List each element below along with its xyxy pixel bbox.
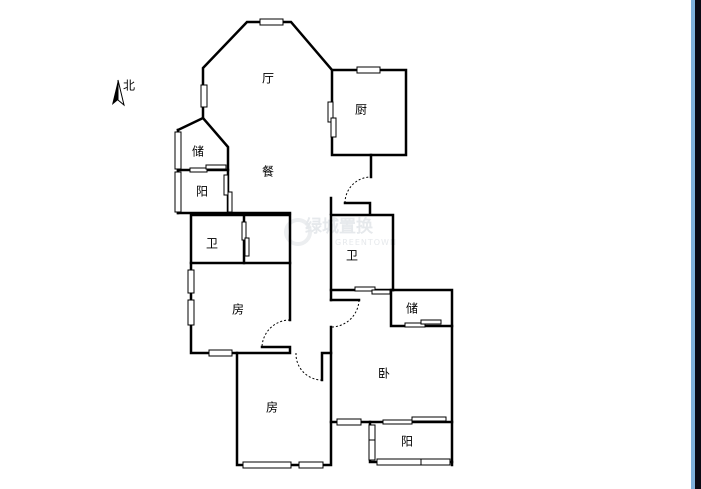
north-arrow-icon [112, 80, 118, 105]
room-bath-e: 卫 [346, 249, 358, 263]
watermark-cn: 绿城置换 [305, 216, 374, 237]
window-edge [691, 0, 695, 489]
walls [176, 20, 454, 467]
room-balcony-s: 阳 [401, 435, 413, 449]
room-living: 厅 [262, 72, 274, 86]
room-dining: 餐 [262, 164, 274, 179]
room-master: 卧 [378, 367, 390, 381]
room-bedroom-w: 房 [232, 302, 244, 317]
north-label: 北 [123, 79, 135, 93]
window-frame [695, 0, 701, 489]
room-labels: 厅 厨 储 餐 阳 卫 卫 房 储 卧 房 阳 [192, 72, 418, 449]
windows [174, 18, 451, 469]
room-kitchen: 厨 [355, 103, 367, 117]
room-storage-e: 储 [406, 301, 418, 316]
room-bedroom-s: 房 [266, 400, 278, 415]
watermark: 绿城置换 GREENTOWN [284, 216, 397, 247]
room-storage-nw: 储 [192, 144, 204, 159]
room-balcony-w: 阳 [196, 185, 208, 199]
north-arrow: 北 [112, 79, 135, 107]
watermark-en: GREENTOWN [335, 238, 397, 247]
doors [261, 176, 372, 381]
room-bath-w: 卫 [206, 237, 218, 251]
